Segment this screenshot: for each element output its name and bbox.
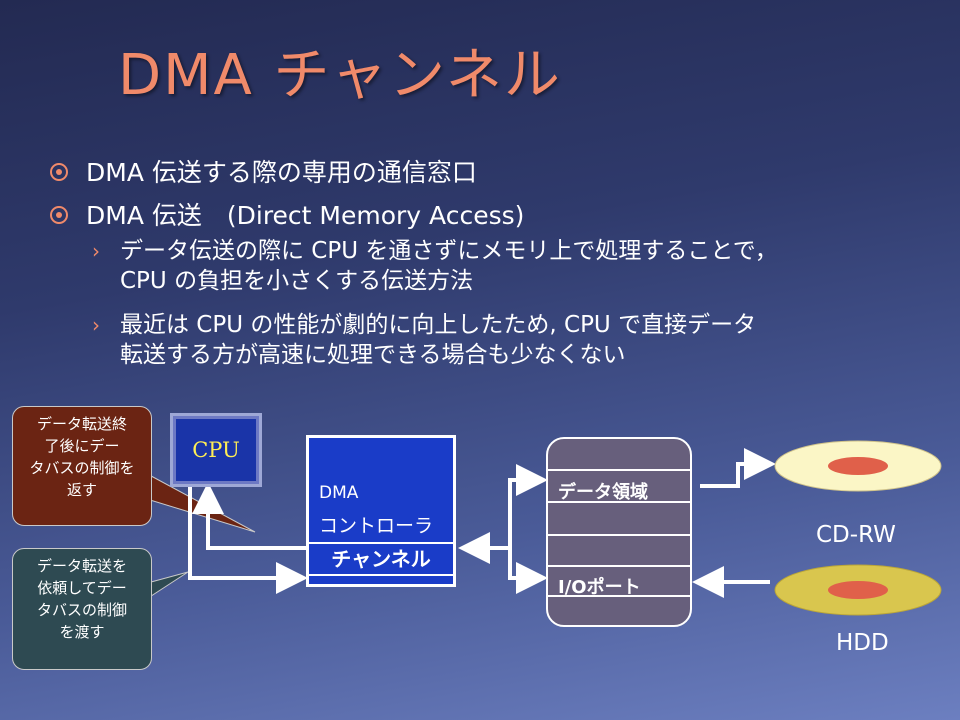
- callout-transfer-start: データ転送を 依頼してデー タバスの制御 を渡す: [12, 548, 152, 670]
- sub-bullet-2: › 最近は CPU の性能が劇的に向上したため, CPU で直接データ 転送する…: [92, 310, 942, 370]
- bullet-marker-icon: [50, 206, 68, 224]
- data-area-to-cdrw-arrow: [700, 448, 776, 488]
- callout-start-line4: を渡す: [59, 623, 105, 641]
- sub-bullet-1-line2: CPU の負担を小さくする伝送方法: [120, 268, 474, 294]
- memory-box: データ領域 I/Oポート: [546, 437, 692, 627]
- io-port-label: I/Oポート: [558, 577, 641, 598]
- callout-end-line2: 了後にデー: [44, 437, 120, 455]
- callout-start-line2: 依頼してデー: [37, 579, 127, 597]
- channel-label: チャンネル: [309, 542, 453, 576]
- sub-bullet-1-line1: データ伝送の際に CPU を通さずにメモリ上で処理することで，: [120, 238, 778, 264]
- bullet-marker-icon: [50, 163, 68, 181]
- memory-divider: [548, 469, 690, 471]
- dma-to-data-area-arrow: [508, 464, 548, 548]
- hdd-disk-center-icon: [828, 581, 888, 599]
- callout-start-line1: データ転送を: [36, 557, 127, 575]
- cpu-box: CPU: [170, 413, 262, 487]
- bullet-2: DMA 伝送 (Direct Memory Access): [50, 196, 524, 232]
- dma-to-cpu-arrow: [192, 482, 306, 550]
- sub-bullet-1: › データ伝送の際に CPU を通さずにメモリ上で処理することで， CPU の負…: [92, 236, 942, 296]
- bullet-2-text: DMA 伝送 (Direct Memory Access): [86, 201, 525, 230]
- bullet-1-text: DMA 伝送する際の専用の通信窓口: [86, 158, 477, 187]
- callout-transfer-end: データ転送終 了後にデー タバスの制御を 返す: [12, 406, 152, 526]
- data-area-label: データ領域: [558, 482, 648, 503]
- dma-label: DMA: [319, 483, 359, 503]
- callout-end-line4: 返す: [66, 481, 97, 499]
- dma-to-io-port-arrow: [508, 548, 548, 594]
- cdrw-label: CD-RW: [816, 522, 896, 548]
- memory-divider: [548, 565, 690, 567]
- callout-start-line3: タバスの制御: [36, 601, 127, 619]
- memory-divider: [548, 534, 690, 536]
- memory-divider: [548, 595, 690, 597]
- sub-bullet-2-line1: 最近は CPU の性能が劇的に向上したため, CPU で直接データ: [120, 312, 757, 338]
- sub-bullet-2-line2: 転送する方が高速に処理できる場合も少なくない: [120, 342, 626, 368]
- callout-end-line1: データ転送終: [36, 415, 127, 433]
- callout-end-line3: タバスの制御を: [29, 459, 135, 477]
- cdrw-disk-center-icon: [828, 457, 888, 475]
- hdd-label: HDD: [836, 630, 889, 656]
- chevron-right-icon: ›: [92, 239, 100, 263]
- bullet-1: DMA 伝送する際の専用の通信窓口: [50, 153, 477, 189]
- chevron-right-icon: ›: [92, 313, 100, 337]
- slide-title: DMA チャンネル: [118, 43, 562, 108]
- cpu-label: CPU: [192, 438, 240, 462]
- dma-controller-box: DMA コントローラ チャンネル: [306, 435, 456, 587]
- memory-divider: [548, 501, 690, 503]
- controller-label: コントローラ: [319, 515, 434, 537]
- cpu-to-dma-arrow: [188, 487, 308, 594]
